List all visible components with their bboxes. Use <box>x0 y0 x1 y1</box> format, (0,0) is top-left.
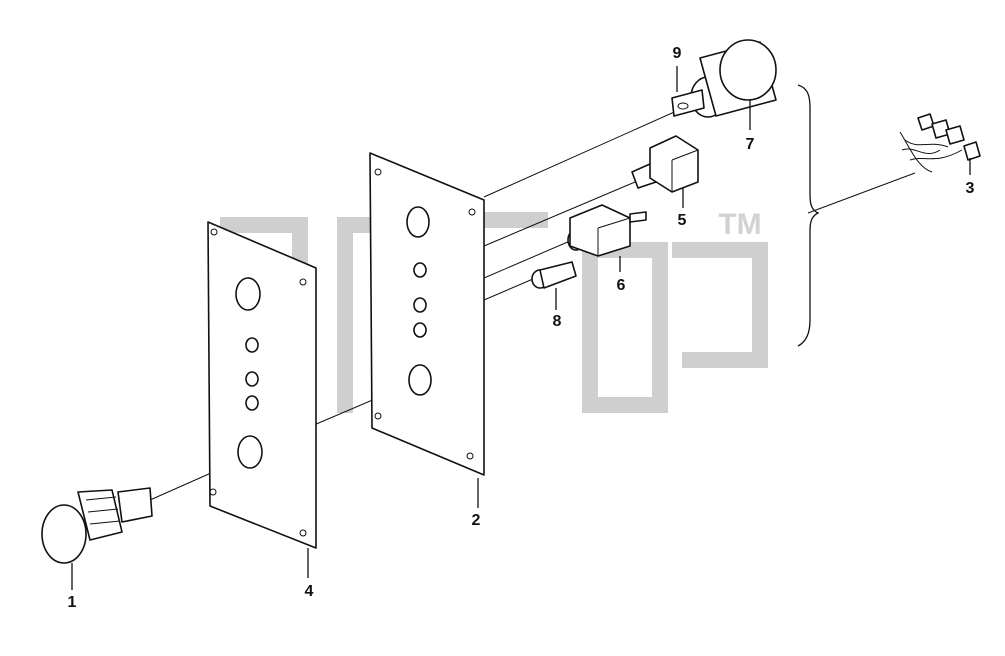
callout-3: 3 <box>966 180 975 197</box>
part-1-push-button <box>41 487 153 564</box>
callout-6: 6 <box>617 277 626 294</box>
callout-8: 8 <box>553 313 562 330</box>
callout-labels: 1 2 3 4 5 6 7 8 9 <box>68 45 975 611</box>
callout-leaders <box>71 66 971 590</box>
callout-9: 9 <box>673 45 682 62</box>
part-6-rocker-switch <box>567 204 647 257</box>
part-4-front-plate <box>207 221 317 549</box>
part-3-wiring-harness <box>899 113 981 173</box>
callout-2: 2 <box>472 512 481 529</box>
group-brace <box>797 84 820 347</box>
part-9-key <box>671 89 705 117</box>
part-7-ignition-switch <box>690 39 777 118</box>
part-2-rear-plate <box>369 152 485 476</box>
callout-1: 1 <box>68 594 77 611</box>
part-5-toggle-switch <box>631 135 699 193</box>
callout-7: 7 <box>746 136 755 153</box>
part-8-indicator-lamp <box>531 261 577 289</box>
watermark-tm: TM <box>718 208 761 241</box>
callout-4: 4 <box>305 583 314 600</box>
callout-5: 5 <box>678 212 687 229</box>
